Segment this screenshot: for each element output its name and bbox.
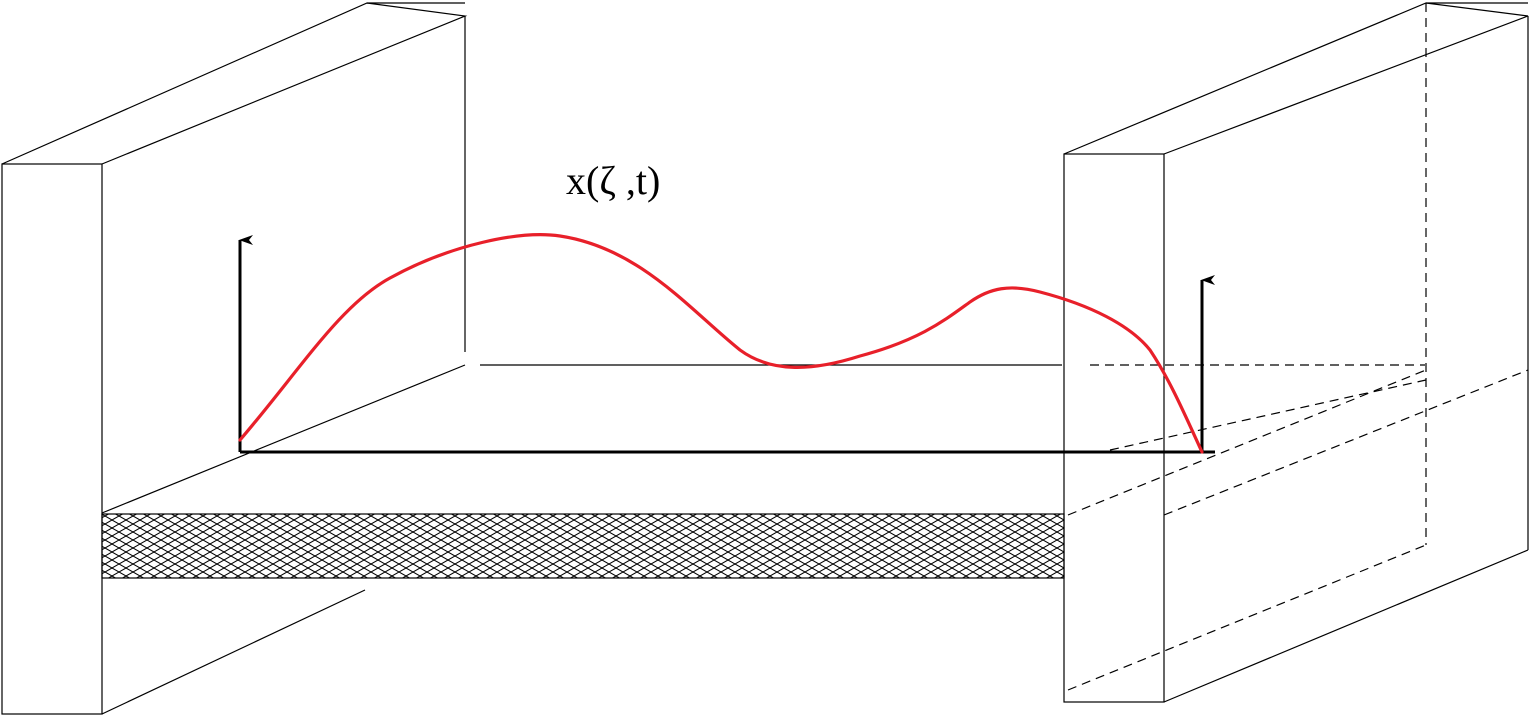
left-wall-bottom-edge [101,589,366,715]
left-wall-inner-edge [101,364,466,514]
right-wall-hidden-inner-2 [1163,369,1529,516]
left-wall-front-face [1,163,103,715]
displacement-curve [238,233,1204,454]
right-wall-top-face [1063,2,1529,155]
axes [238,235,1215,454]
right-wall-hidden-inner-1 [1067,369,1427,516]
right-wall-bottom-edge [1163,549,1529,703]
right-wall-hidden-bottom [1067,544,1427,691]
displacement-label: x(ζ ,t) [566,158,660,203]
crosshatched-beam [101,513,1065,579]
left-wall [1,2,468,715]
right-wall [1063,2,1529,703]
left-wall-top-face [1,2,468,165]
right-wall-front-face [1063,153,1165,703]
right-wall-hidden-inner-3 [1109,379,1427,451]
